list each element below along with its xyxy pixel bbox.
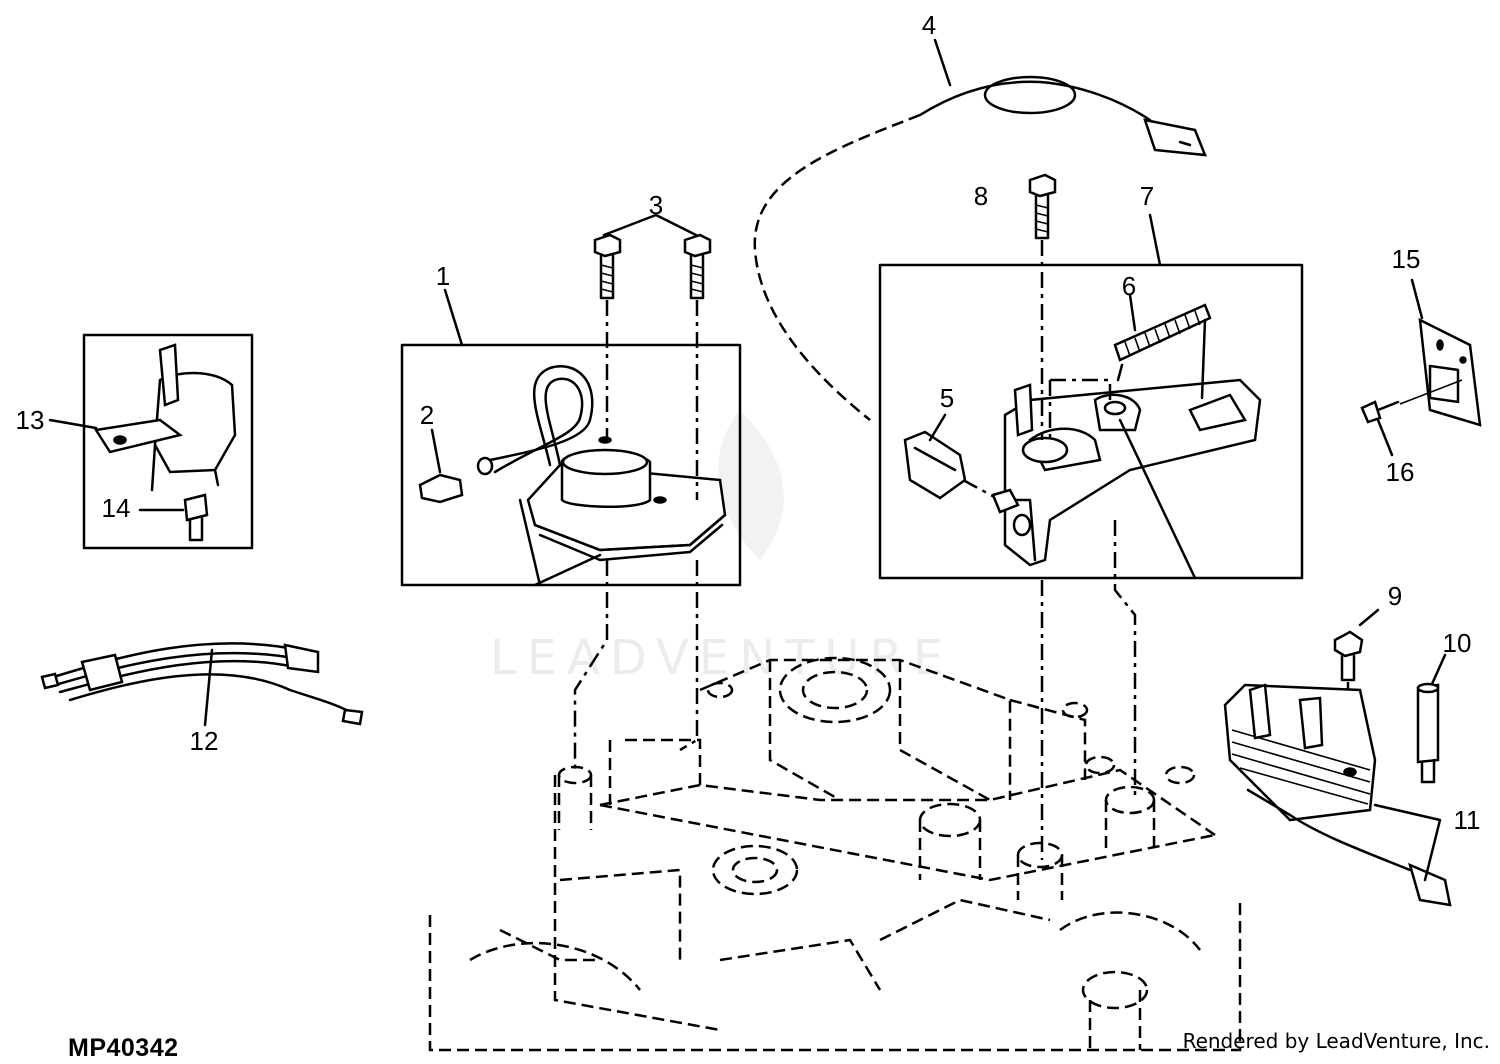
callout-6: 6 (1121, 271, 1137, 301)
ignition-module-group (400, 288, 742, 587)
callout-15: 15 (1391, 244, 1421, 274)
switch-group (48, 333, 254, 550)
callout-7: 7 (1139, 181, 1155, 211)
figure-id: MP40342 (68, 1034, 179, 1062)
wire-harness-item-4 (753, 38, 1207, 421)
callout-9: 9 (1387, 581, 1403, 611)
engine-block (428, 656, 1242, 1052)
bolts-item-3 (573, 213, 712, 770)
governor-group (878, 213, 1304, 580)
callout-10: 10 (1442, 628, 1472, 658)
callout-14: 14 (101, 493, 131, 523)
callout-5: 5 (939, 383, 955, 413)
callout-3: 3 (648, 190, 664, 220)
callout-1: 1 (435, 261, 451, 291)
watermark: LEADVENTURE (490, 630, 954, 686)
plate-item-15 (1360, 278, 1482, 457)
module-item-11 (1223, 608, 1452, 907)
wire-lead-item-12 (40, 642, 364, 727)
render-credit: Rendered by LeadVenture, Inc. (1182, 1029, 1490, 1053)
bolt-item-8 (1028, 173, 1137, 860)
callout-11: 11 (1453, 805, 1481, 835)
callout-16: 16 (1385, 457, 1415, 487)
callout-12: 12 (189, 726, 219, 756)
callout-2: 2 (419, 400, 435, 430)
callout-13: 13 (15, 405, 45, 435)
callout-8: 8 (973, 181, 989, 211)
callout-4: 4 (921, 10, 937, 40)
watermark-logo-icon (718, 410, 784, 560)
